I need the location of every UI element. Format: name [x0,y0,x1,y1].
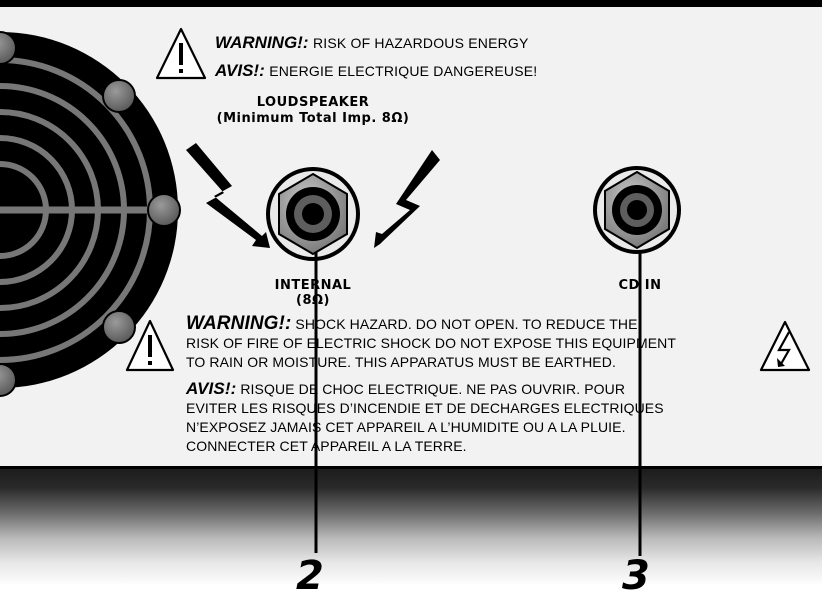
bottom-avis-block: AVIS!: RISQUE DE CHOC ELECTRIQUE. NE PAS… [186,379,664,456]
internal-jack-impedance: (8Ω) [296,293,330,308]
quarter-inch-jack-icon [266,167,360,261]
warning-label: WARNING!: [186,313,292,334]
loudspeaker-subtitle: (Minimum Total Imp. 8Ω) [216,111,410,126]
chassis-edge-line [0,466,822,469]
callout-number-internal: 2 [296,553,324,599]
warning-text-line2: RISK OF FIRE OF ELECTRIC SHOCK DO NOT EX… [186,335,677,351]
caution-triangle-icon [125,319,175,372]
chassis-edge [0,466,822,586]
avis-text-line4: CONNECTER CET APPAREIL A LA TERRE. [186,438,467,454]
avis-text-line1: RISQUE DE CHOC ELECTRIQUE. NE PAS OUVRIR… [240,381,626,397]
cd-in-jack-label: CD IN [618,278,662,293]
lightning-arrow-icon [186,143,440,248]
quarter-inch-jack-icon [593,166,681,254]
warning-text-line1: SHOCK HAZARD. DO NOT OPEN. TO REDUCE THE [295,316,638,332]
loudspeaker-title: LOUDSPEAKER [256,95,370,110]
warning-text-line3: TO RAIN OR MOISTURE. THIS APPARATUS MUST… [186,354,616,370]
high-voltage-triangle-icon [759,320,811,372]
avis-text-line3: N’EXPOSEZ JAMAIS CET APPAREIL A L’HUMIDI… [186,419,626,435]
bottom-avis-line1: AVIS!: RISQUE DE CHOC ELECTRIQUE. NE PAS… [186,379,664,399]
top-warning-line: WARNING!: RISK OF HAZARDOUS ENERGY [215,33,529,53]
avis-text: ENERGIE ELECTRIQUE DANGEREUSE! [269,63,538,79]
bottom-warning-block: WARNING!: SHOCK HAZARD. DO NOT OPEN. TO … [186,314,676,372]
internal-jack-label: INTERNAL [274,278,352,293]
top-avis-line: AVIS!: ENERGIE ELECTRIQUE DANGEREUSE! [215,61,537,81]
avis-text-line2: EVITER LES RISQUES D’INCENDIE ET DE DECH… [186,400,664,416]
warning-label: WARNING!: [215,33,309,52]
caution-triangle-icon [155,27,207,80]
grille-screw-icon [0,31,181,397]
bottom-warning-line1: WARNING!: SHOCK HAZARD. DO NOT OPEN. TO … [186,314,676,334]
avis-label: AVIS!: [215,61,265,80]
speaker-grille-icon [0,32,178,388]
callout-number-cd-in: 3 [622,553,650,599]
avis-label: AVIS!: [186,379,237,398]
warning-text: RISK OF HAZARDOUS ENERGY [312,35,529,51]
